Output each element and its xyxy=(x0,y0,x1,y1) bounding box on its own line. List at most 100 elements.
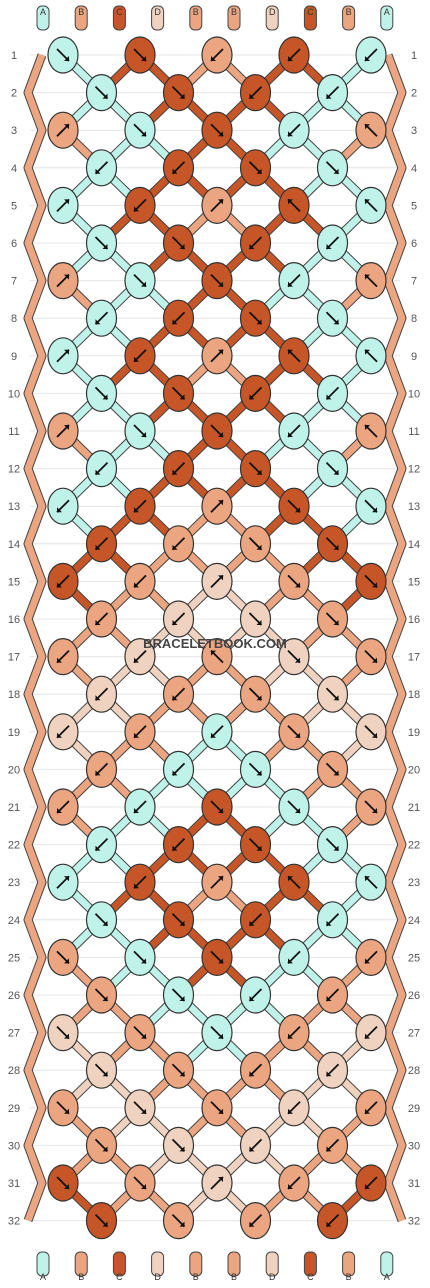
knot[interactable] xyxy=(278,1013,310,1052)
knot[interactable] xyxy=(239,1051,272,1089)
knot[interactable] xyxy=(278,863,310,901)
knot[interactable] xyxy=(355,562,387,601)
knot[interactable] xyxy=(355,938,387,977)
knot[interactable] xyxy=(162,1051,195,1089)
knot[interactable] xyxy=(278,1089,310,1127)
knot[interactable] xyxy=(239,675,272,713)
knot[interactable] xyxy=(278,713,310,751)
knot[interactable] xyxy=(47,1164,79,1202)
knot[interactable] xyxy=(316,750,349,789)
knot[interactable] xyxy=(239,299,272,337)
knot[interactable] xyxy=(162,1201,195,1240)
knot[interactable] xyxy=(239,525,272,563)
knot[interactable] xyxy=(124,1013,156,1052)
knot[interactable] xyxy=(162,825,195,864)
knot[interactable] xyxy=(162,73,195,112)
knot[interactable] xyxy=(124,186,156,224)
knot[interactable] xyxy=(355,186,387,224)
knot[interactable] xyxy=(316,73,349,112)
knot[interactable] xyxy=(201,487,233,525)
knot[interactable] xyxy=(85,600,118,638)
knot[interactable] xyxy=(124,788,156,826)
knot[interactable] xyxy=(278,637,310,676)
knot[interactable] xyxy=(47,186,79,224)
knot[interactable] xyxy=(85,901,118,939)
knot[interactable] xyxy=(85,149,118,187)
knot[interactable] xyxy=(201,1164,233,1202)
knot[interactable] xyxy=(278,788,310,826)
knot[interactable] xyxy=(239,1201,272,1240)
knot[interactable] xyxy=(355,1013,387,1052)
knot[interactable] xyxy=(47,487,79,525)
knot[interactable] xyxy=(85,224,118,262)
knot[interactable] xyxy=(162,750,195,789)
knot[interactable] xyxy=(316,1051,349,1089)
knot[interactable] xyxy=(47,863,79,901)
knot[interactable] xyxy=(316,374,349,412)
knot[interactable] xyxy=(201,1013,233,1052)
knot[interactable] xyxy=(355,111,387,149)
knot[interactable] xyxy=(162,224,195,262)
knot[interactable] xyxy=(355,1164,387,1202)
knot[interactable] xyxy=(85,1051,118,1089)
knot[interactable] xyxy=(201,111,233,149)
knot[interactable] xyxy=(47,412,79,450)
knot[interactable] xyxy=(316,675,349,713)
knot[interactable] xyxy=(124,1089,156,1127)
knot[interactable] xyxy=(85,525,118,563)
knot[interactable] xyxy=(201,262,233,300)
knot[interactable] xyxy=(239,600,272,638)
knot[interactable] xyxy=(47,788,79,826)
knot[interactable] xyxy=(316,1201,349,1240)
knot[interactable] xyxy=(85,374,118,412)
knot[interactable] xyxy=(124,562,156,601)
knot[interactable] xyxy=(47,562,79,601)
knot[interactable] xyxy=(85,299,118,337)
knot[interactable] xyxy=(278,938,310,977)
knot[interactable] xyxy=(239,149,272,187)
knot[interactable] xyxy=(355,337,387,375)
knot[interactable] xyxy=(162,450,195,488)
knot[interactable] xyxy=(124,412,156,450)
knot[interactable] xyxy=(85,1201,118,1240)
knot[interactable] xyxy=(162,901,195,939)
knot[interactable] xyxy=(316,525,349,563)
knot[interactable] xyxy=(355,788,387,826)
knot[interactable] xyxy=(162,299,195,337)
knot[interactable] xyxy=(201,562,233,601)
knot[interactable] xyxy=(85,73,118,112)
knot[interactable] xyxy=(47,1013,79,1052)
knot[interactable] xyxy=(239,750,272,789)
knot[interactable] xyxy=(124,337,156,375)
knot[interactable] xyxy=(162,675,195,713)
knot[interactable] xyxy=(124,938,156,977)
knot[interactable] xyxy=(162,374,195,412)
knot[interactable] xyxy=(162,600,195,638)
knot[interactable] xyxy=(278,412,310,450)
knot[interactable] xyxy=(201,186,233,224)
knot[interactable] xyxy=(278,111,310,149)
knot[interactable] xyxy=(278,186,310,224)
knot[interactable] xyxy=(239,450,272,488)
knot[interactable] xyxy=(278,36,310,74)
knot[interactable] xyxy=(239,901,272,939)
knot[interactable] xyxy=(278,487,310,525)
knot[interactable] xyxy=(355,713,387,751)
knot[interactable] xyxy=(316,149,349,187)
knot[interactable] xyxy=(124,487,156,525)
knot[interactable] xyxy=(201,788,233,826)
knot[interactable] xyxy=(201,337,233,375)
knot[interactable] xyxy=(355,262,387,300)
knot[interactable] xyxy=(201,412,233,450)
knot[interactable] xyxy=(278,1164,310,1202)
knot[interactable] xyxy=(316,450,349,488)
knot[interactable] xyxy=(201,863,233,901)
knot[interactable] xyxy=(316,600,349,638)
knot[interactable] xyxy=(162,1126,195,1165)
knot[interactable] xyxy=(239,976,272,1014)
knot[interactable] xyxy=(355,1089,387,1127)
knot[interactable] xyxy=(201,637,233,676)
knot[interactable] xyxy=(124,1164,156,1202)
knot[interactable] xyxy=(124,637,156,676)
knot[interactable] xyxy=(85,1126,118,1165)
